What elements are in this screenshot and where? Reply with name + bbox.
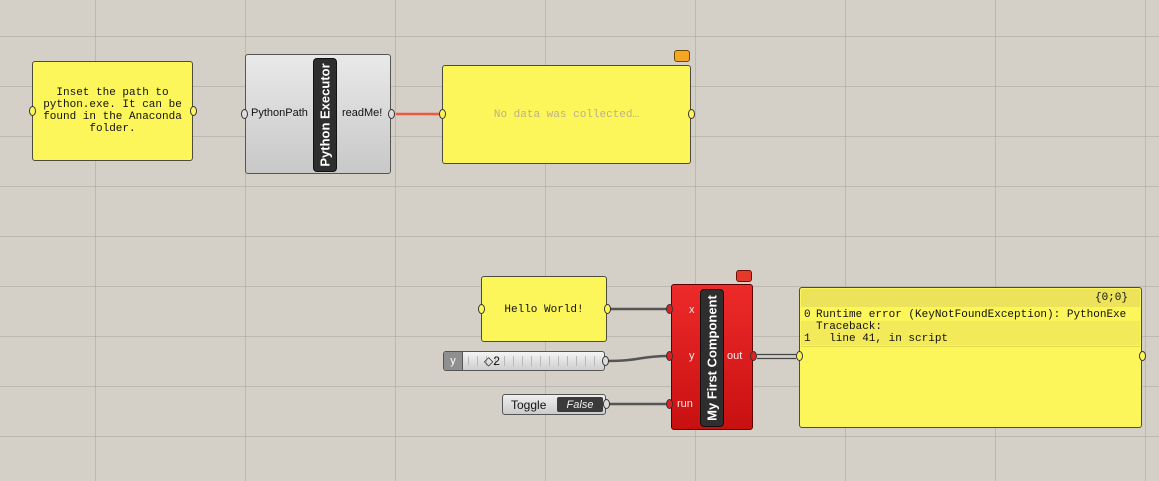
note-panel-input-port[interactable]: [29, 106, 36, 116]
readme-output-label: readMe!: [342, 107, 383, 119]
error-panel-input-port[interactable]: [796, 351, 803, 361]
readme-output-panel[interactable]: No data was collected…: [442, 65, 691, 164]
slider-value[interactable]: ◇2: [484, 354, 500, 368]
error-balloon-icon[interactable]: [736, 270, 752, 282]
number-slider-y[interactable]: y ◇2: [443, 351, 605, 371]
error-panel-output-port[interactable]: [1139, 351, 1146, 361]
python-path-input-label: PythonPath: [251, 107, 308, 119]
data-path-header: {0;0}: [801, 289, 1140, 307]
input-run-port[interactable]: [666, 399, 673, 409]
row-index-2: 1: [804, 333, 811, 345]
hello-panel-input-port[interactable]: [478, 304, 485, 314]
warning-balloon-icon[interactable]: [674, 50, 690, 62]
note-panel[interactable]: Inset the path to python.exe. It can be …: [32, 61, 193, 161]
error-row-2: 1 line 41, in script: [801, 333, 1140, 345]
hello-panel-output-port[interactable]: [604, 304, 611, 314]
no-data-message: No data was collected…: [493, 109, 640, 121]
readme-output-port[interactable]: [388, 109, 395, 119]
slider-output-port[interactable]: [602, 356, 609, 366]
output-out-label: out: [727, 350, 743, 362]
python-path-input-port[interactable]: [241, 109, 248, 119]
my-first-component-title-box: My First Component: [700, 289, 724, 427]
wire-slider-to-y[interactable]: [607, 354, 669, 363]
error-row-1: Traceback:: [801, 321, 1140, 333]
note-panel-output-port[interactable]: [190, 106, 197, 116]
hello-world-text: Hello World!: [504, 304, 584, 316]
error-output-panel[interactable]: {0;0} 0 Runtime error (KeyNotFoundExcept…: [799, 287, 1142, 428]
row-index-0: 0: [804, 309, 811, 321]
python-executor-title-box: Python Executor: [313, 58, 337, 172]
input-run-label: run: [677, 398, 693, 410]
input-y-port[interactable]: [666, 351, 673, 361]
toggle-state-false[interactable]: False: [557, 397, 603, 412]
row-text-1: Traceback:: [816, 321, 883, 333]
boolean-toggle[interactable]: Toggle False: [502, 394, 606, 415]
data-path-label: {0;0}: [1094, 292, 1128, 304]
output-out-port[interactable]: [750, 351, 757, 361]
input-x-port[interactable]: [666, 304, 673, 314]
my-first-component[interactable]: x y run My First Component out: [671, 284, 753, 430]
error-row-divider: [801, 346, 1140, 347]
my-first-component-title: My First Component: [704, 295, 720, 421]
toggle-label: Toggle: [511, 398, 547, 412]
python-executor-title: Python Executor: [317, 63, 333, 167]
slider-name-tag: y: [444, 352, 463, 370]
wire-out-to-panel[interactable]: [757, 353, 796, 360]
readme-panel-output-port[interactable]: [688, 109, 695, 119]
toggle-output-port[interactable]: [603, 399, 610, 409]
input-y-label: y: [689, 350, 695, 362]
slider-track[interactable]: [468, 356, 600, 366]
readme-panel-input-port[interactable]: [439, 109, 446, 119]
input-x-label: x: [689, 304, 695, 316]
error-row-0: 0 Runtime error (KeyNotFoundException): …: [801, 309, 1140, 321]
row-text-0: Runtime error (KeyNotFoundException): Py…: [816, 309, 1127, 321]
row-text-2: line 41, in script: [816, 333, 949, 345]
hello-world-panel[interactable]: Hello World!: [481, 276, 607, 342]
python-executor-component[interactable]: PythonPath Python Executor readMe!: [245, 54, 391, 174]
note-panel-text: Inset the path to python.exe. It can be …: [43, 87, 182, 135]
